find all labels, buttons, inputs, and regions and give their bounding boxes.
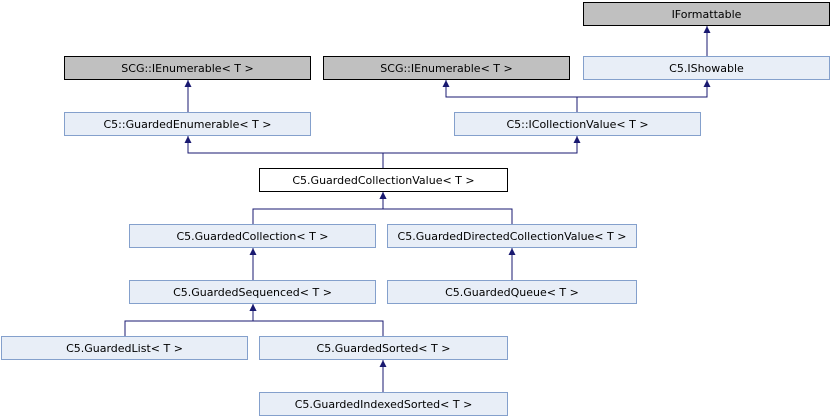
class-node-box <box>387 224 637 248</box>
inheritance-edge-c5-guarded-sorted-to-c5-guarded-sequenced <box>249 304 384 336</box>
class-node-c5-ishowable[interactable]: C5.IShowable <box>583 56 830 80</box>
class-node-label: C5.GuardedList< T > <box>66 342 183 355</box>
class-node-label: C5.GuardedSequenced< T > <box>173 286 332 299</box>
class-node-c5-guarded-collection[interactable]: C5.GuardedCollection< T > <box>129 224 376 248</box>
class-node-box <box>129 280 376 304</box>
class-node-scg-ienumerable-2: SCG::IEnumerable< T > <box>323 56 570 80</box>
class-node-box <box>64 112 311 136</box>
class-node-c5-guarded-indexed-sorted[interactable]: C5.GuardedIndexedSorted< T > <box>259 392 508 416</box>
class-node-scg-ienumerable-1: SCG::IEnumerable< T > <box>64 56 311 80</box>
class-node-c5-guarded-collection-value: C5.GuardedCollectionValue< T > <box>259 168 508 192</box>
class-node-box <box>583 2 830 26</box>
class-node-c5-guarded-sorted[interactable]: C5.GuardedSorted< T > <box>259 336 508 360</box>
class-node-c5-guarded-enumerable[interactable]: C5::GuardedEnumerable< T > <box>64 112 311 136</box>
inheritance-edge-c5-guarded-directed-collection-value-to-c5-guarded-collection-value <box>379 192 513 224</box>
class-node-c5-guarded-queue[interactable]: C5.GuardedQueue< T > <box>387 280 637 304</box>
inheritance-edge-c5-guarded-collection-value-to-c5-icollection-value <box>382 136 581 168</box>
inheritance-edge-c5-guarded-collection-to-c5-guarded-collection-value <box>252 192 387 224</box>
class-node-label: C5::ICollectionValue< T > <box>506 118 648 131</box>
class-node-label: C5.GuardedCollection< T > <box>176 230 328 243</box>
class-node-box <box>259 336 508 360</box>
class-node-label: IFormattable <box>672 8 742 21</box>
class-node-label: C5.GuardedDirectedCollectionValue< T > <box>398 230 627 243</box>
inheritance-edge-c5-guarded-collection-value-to-c5-guarded-enumerable <box>184 136 384 168</box>
class-node-box <box>454 112 701 136</box>
class-node-c5-guarded-directed-collection-value[interactable]: C5.GuardedDirectedCollectionValue< T > <box>387 224 637 248</box>
class-node-iformattable: IFormattable <box>583 2 830 26</box>
class-node-c5-guarded-list[interactable]: C5.GuardedList< T > <box>1 336 248 360</box>
class-node-c5-guarded-sequenced[interactable]: C5.GuardedSequenced< T > <box>129 280 376 304</box>
inheritance-edge-c5-icollection-value-to-c5-ishowable <box>576 80 711 112</box>
class-node-box <box>583 56 830 80</box>
class-node-label: C5::GuardedEnumerable< T > <box>104 118 272 131</box>
class-node-label: C5.GuardedIndexedSorted< T > <box>295 398 473 411</box>
class-node-box <box>1 336 248 360</box>
class-node-label: C5.IShowable <box>669 62 744 75</box>
class-node-label: C5.GuardedSorted< T > <box>317 342 451 355</box>
class-node-box <box>259 168 508 192</box>
class-node-box <box>129 224 376 248</box>
class-node-box <box>387 280 637 304</box>
class-node-box <box>64 56 311 80</box>
inheritance-edge-c5-guarded-list-to-c5-guarded-sequenced <box>124 304 257 336</box>
class-node-label: C5.GuardedQueue< T > <box>445 286 579 299</box>
class-node-label: SCG::IEnumerable< T > <box>121 62 253 75</box>
class-node-box <box>323 56 570 80</box>
class-node-label: SCG::IEnumerable< T > <box>380 62 512 75</box>
class-node-label: C5.GuardedCollectionValue< T > <box>292 174 474 187</box>
inheritance-edge-c5-icollection-value-to-scg-ienumerable-2 <box>442 80 578 112</box>
class-node-c5-icollection-value[interactable]: C5::ICollectionValue< T > <box>454 112 701 136</box>
